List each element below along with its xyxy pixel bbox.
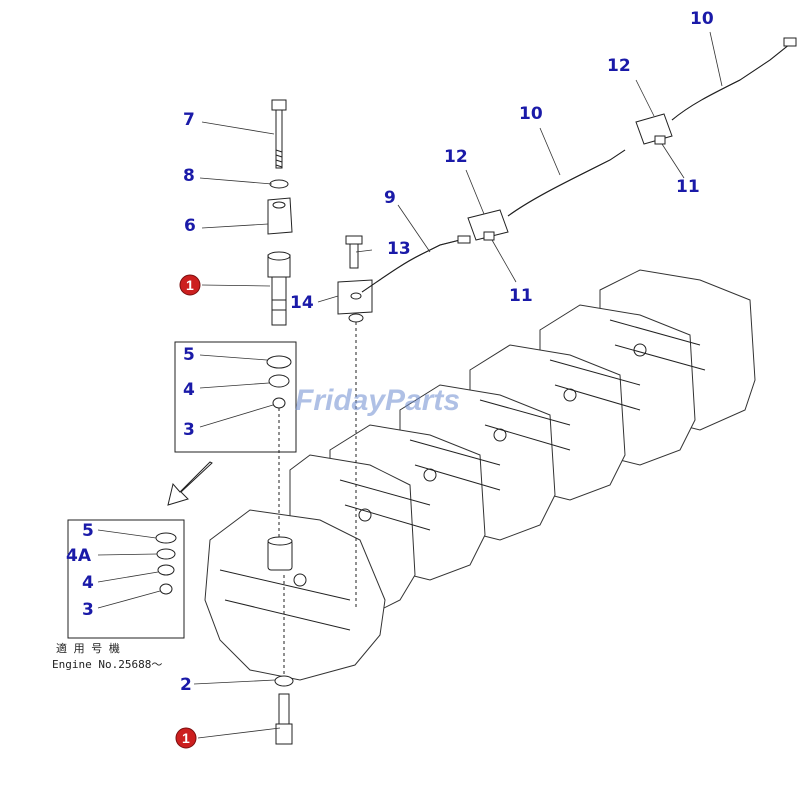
callout-4-b: 4 [82, 573, 94, 593]
callout-10-b: 10 [690, 9, 714, 29]
callout-11-a: 11 [509, 286, 533, 306]
callout-3-b: 3 [82, 600, 94, 620]
leader-lines [97, 31, 723, 739]
callout-7: 7 [183, 110, 195, 130]
injector-lower [278, 693, 290, 725]
callout-9: 9 [384, 188, 396, 208]
watermark-text: FridayParts [295, 384, 460, 417]
elbow-11b [654, 135, 666, 145]
callout-4-a: 4 [183, 380, 195, 400]
bolt-shank [275, 109, 283, 169]
callout-1-bottom-circle [175, 727, 197, 749]
callout-10-a: 10 [519, 104, 543, 124]
injector-assembly [266, 99, 294, 745]
bolt-head [271, 99, 287, 111]
callout-12-b: 12 [607, 56, 631, 76]
alternate-seal-detail-box [67, 519, 185, 639]
callout-13: 13 [387, 239, 411, 259]
watermark: FridayParts [295, 384, 460, 417]
callout-3-a: 3 [183, 420, 195, 440]
connector-block-12a [467, 209, 509, 241]
callout-14: 14 [290, 293, 314, 313]
callout-1-bottom: 1 [182, 730, 190, 746]
callout-labels: 7 8 6 1 14 13 9 12 12 10 10 11 11 5 4 3 … [66, 9, 714, 749]
callout-6: 6 [184, 216, 196, 236]
callout-5-a: 5 [183, 345, 195, 365]
seal-detail-box [174, 341, 297, 453]
applicable-serial-label: 適 用 号 機 [56, 641, 120, 655]
callout-2: 2 [180, 675, 192, 695]
seal-4 [268, 374, 290, 388]
callout-1-top: 1 [186, 277, 194, 293]
callout-8: 8 [183, 166, 195, 186]
callout-5-b: 5 [82, 521, 94, 541]
watermark-brand-left: Friday [295, 384, 386, 417]
watermark-brand-right: Parts [385, 384, 460, 417]
engine-block [204, 269, 756, 681]
callout-11-b: 11 [676, 177, 700, 197]
connector-block-12b [635, 113, 673, 145]
alternate-arrow [167, 461, 213, 506]
gasket [274, 675, 294, 687]
elbow-11a [483, 231, 495, 241]
washer [269, 179, 289, 189]
fuel-lines [361, 37, 797, 293]
seal-3 [272, 397, 286, 409]
callout-1-top-circle [179, 274, 201, 296]
applicability-note: 適 用 号 機 Engine No.25688～ [52, 641, 162, 671]
seal-5 [266, 355, 292, 369]
callout-4A: 4A [66, 546, 92, 566]
engine-serial-label: Engine No.25688～ [52, 658, 162, 671]
fuel-holder-assembly [337, 235, 373, 610]
callout-12-a: 12 [444, 147, 468, 167]
